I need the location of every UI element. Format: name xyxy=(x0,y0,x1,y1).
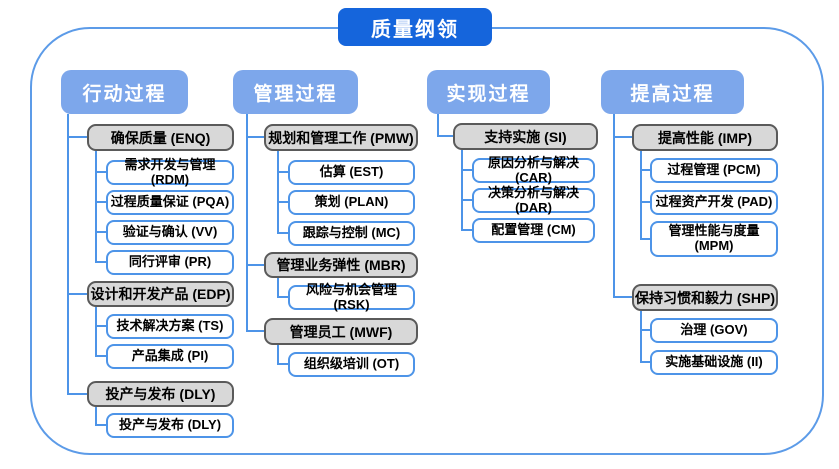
process-box-pqa: 过程质量保证 (PQA) xyxy=(106,190,234,215)
process-box-rdm: 需求开发与管理 (RDM) xyxy=(106,157,234,186)
group-box-mbr: 管理业务弹性 (MBR) xyxy=(264,252,418,278)
process-box-pr: 同行评审 (PR) xyxy=(106,250,234,275)
connector-line xyxy=(95,201,106,203)
connector-line xyxy=(95,355,106,357)
column-header-action-process: 行动过程 xyxy=(61,70,188,114)
process-box-ii: 实施基础设施 (II) xyxy=(650,350,778,375)
connector-line xyxy=(277,171,288,173)
group-box-enq: 确保质量 (ENQ) xyxy=(87,124,234,151)
diagram-title: 质量纲领 xyxy=(338,8,492,46)
connector-line xyxy=(95,231,106,233)
process-box-vv: 验证与确认 (VV) xyxy=(106,220,234,245)
group-box-si: 支持实施 (SI) xyxy=(453,123,598,150)
process-box-pad: 过程资产开发 (PAD) xyxy=(650,190,778,215)
connector-line xyxy=(277,345,279,365)
group-box-dly: 投产与发布 (DLY) xyxy=(87,381,234,407)
connector-line xyxy=(95,325,106,327)
connector-line xyxy=(461,169,472,171)
connector-line xyxy=(277,278,279,298)
column-header-management-process: 管理过程 xyxy=(233,70,358,114)
group-box-imp: 提高性能 (IMP) xyxy=(632,124,778,151)
process-box-plan: 策划 (PLAN) xyxy=(288,190,415,215)
connector-line xyxy=(613,114,615,298)
group-box-pmw: 规划和管理工作 (PMW) xyxy=(264,124,418,151)
connector-line xyxy=(461,150,463,231)
connector-line xyxy=(246,114,248,331)
process-box-ot: 组织级培训 (OT) xyxy=(288,352,415,377)
group-box-mwf: 管理员工 (MWF) xyxy=(264,318,418,345)
process-box-car: 原因分析与解决 (CAR) xyxy=(472,155,595,184)
connector-line xyxy=(461,229,472,231)
column-header-realization-process: 实现过程 xyxy=(427,70,550,114)
connector-line xyxy=(277,232,288,234)
connector-line xyxy=(277,151,279,234)
process-box-dar: 决策分析与解决 (DAR) xyxy=(472,185,595,214)
connector-line xyxy=(277,363,288,365)
connector-line xyxy=(640,238,650,240)
process-box-cm: 配置管理 (CM) xyxy=(472,218,595,243)
connector-line xyxy=(246,136,264,138)
connector-line xyxy=(640,151,642,239)
connector-line xyxy=(67,136,87,138)
connector-line xyxy=(640,311,642,363)
connector-line xyxy=(246,330,264,332)
process-box-rsk: 风险与机会管理 (RSK) xyxy=(288,282,415,311)
process-box-gov: 治理 (GOV) xyxy=(650,318,778,343)
connector-line xyxy=(437,135,453,137)
connector-line xyxy=(277,296,288,298)
connector-line xyxy=(95,151,97,263)
connector-line xyxy=(613,136,632,138)
connector-line xyxy=(67,293,87,295)
process-box-pi: 产品集成 (PI) xyxy=(106,344,234,369)
process-box-mc: 跟踪与控制 (MC) xyxy=(288,221,415,246)
connector-line xyxy=(461,199,472,201)
connector-line xyxy=(246,264,264,266)
connector-line xyxy=(95,424,106,426)
connector-line xyxy=(95,261,106,263)
connector-line xyxy=(640,329,650,331)
connector-line xyxy=(95,171,106,173)
connector-line xyxy=(67,393,87,395)
connector-line xyxy=(95,307,97,356)
group-box-edp: 设计和开发产品 (EDP) xyxy=(87,281,234,307)
column-header-improvement-process: 提高过程 xyxy=(601,70,744,114)
process-box-mpm: 管理性能与度量 (MPM) xyxy=(650,221,778,257)
connector-line xyxy=(95,407,97,426)
group-box-shp: 保持习惯和毅力 (SHP) xyxy=(632,284,778,311)
process-box-dly: 投产与发布 (DLY) xyxy=(106,413,234,438)
connector-line xyxy=(640,361,650,363)
connector-line xyxy=(640,169,650,171)
process-box-pcm: 过程管理 (PCM) xyxy=(650,158,778,183)
connector-line xyxy=(277,201,288,203)
connector-line xyxy=(437,114,439,137)
connector-line xyxy=(640,201,650,203)
process-box-est: 估算 (EST) xyxy=(288,160,415,185)
connector-line xyxy=(613,296,632,298)
connector-line xyxy=(67,114,69,394)
process-box-ts: 技术解决方案 (TS) xyxy=(106,314,234,339)
